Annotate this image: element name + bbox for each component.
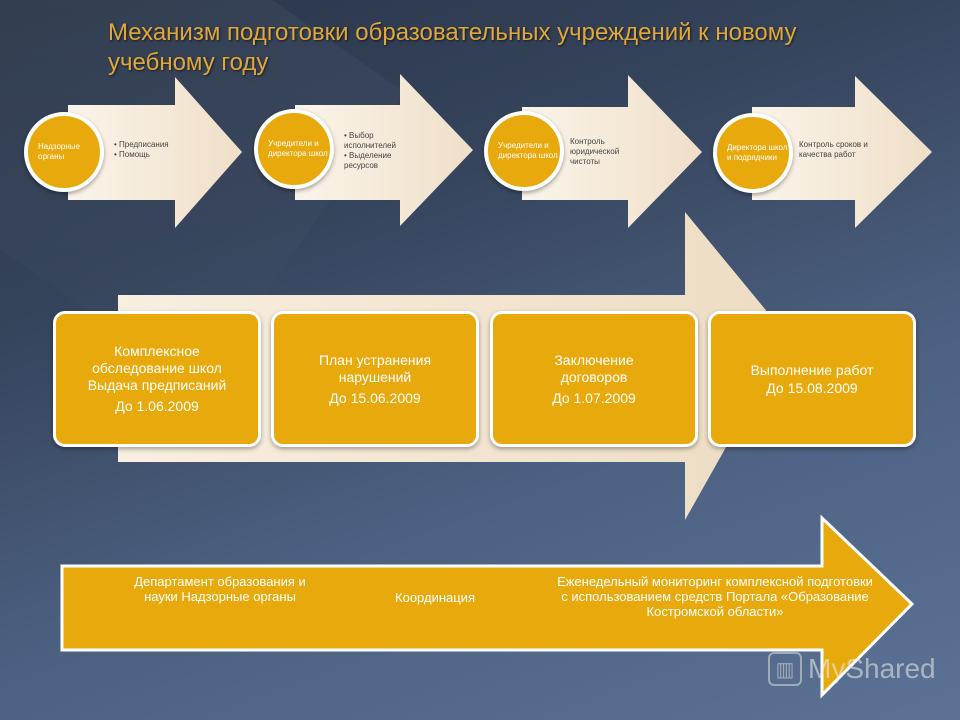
watermark: ▥ MyShared	[768, 652, 936, 686]
stage-2-label: План устранения нарушений	[318, 351, 432, 385]
stage-3-label: Заключение договоров	[554, 351, 634, 385]
stage-4-date: До 15.08.2009	[766, 379, 858, 396]
bottom-middle-text: Координация	[395, 590, 475, 605]
step-4-notes: Контроль сроков и качества работ	[799, 140, 868, 159]
step-1-circle: Надзорные органы	[24, 112, 104, 192]
stage-box-1: Комплексное обследование школ Выдача пре…	[53, 311, 261, 447]
watermark-text: MyShared	[808, 653, 936, 684]
stage-1-date: До 1.06.2009	[115, 398, 199, 414]
step-3-notes: Контроль юридической чистоты	[570, 137, 620, 166]
bottom-left-text: Департамент образования и науки Надзорны…	[134, 574, 306, 604]
step-4-circle: Директора школ и подрядчики	[713, 113, 793, 193]
top-arrow-4	[752, 76, 932, 228]
stage-box-3: Заключение договоров До 1.07.2009	[490, 311, 698, 447]
stage-2-date: До 15.06.2009	[329, 389, 421, 406]
stage-box-2: План устранения нарушений До 15.06.2009	[271, 311, 479, 447]
stage-4-label: Выполнение работ	[750, 361, 874, 378]
top-arrow-3	[522, 75, 702, 228]
page-title: Механизм подготовки образовательных учре…	[108, 19, 797, 76]
step-2-circle: Учредители и директора школ	[254, 109, 334, 189]
step-2-notes: Выбор исполнителейВыделение ресурсов	[338, 131, 410, 171]
stage-1-label: Комплексное обследование школ Выдача пре…	[87, 343, 227, 393]
stage-3-date: До 1.07.2009	[552, 389, 636, 406]
step-1-notes: ПредписанияПомощь	[108, 140, 178, 160]
bottom-right-text: Еженедельный мониторинг комплексной подг…	[557, 574, 873, 619]
step-3-circle: Учредители и директора школ	[484, 111, 564, 191]
chart-icon: ▥	[768, 652, 802, 686]
stage-box-4: Выполнение работ До 15.08.2009	[708, 311, 916, 447]
bottom-arrow	[60, 514, 915, 699]
